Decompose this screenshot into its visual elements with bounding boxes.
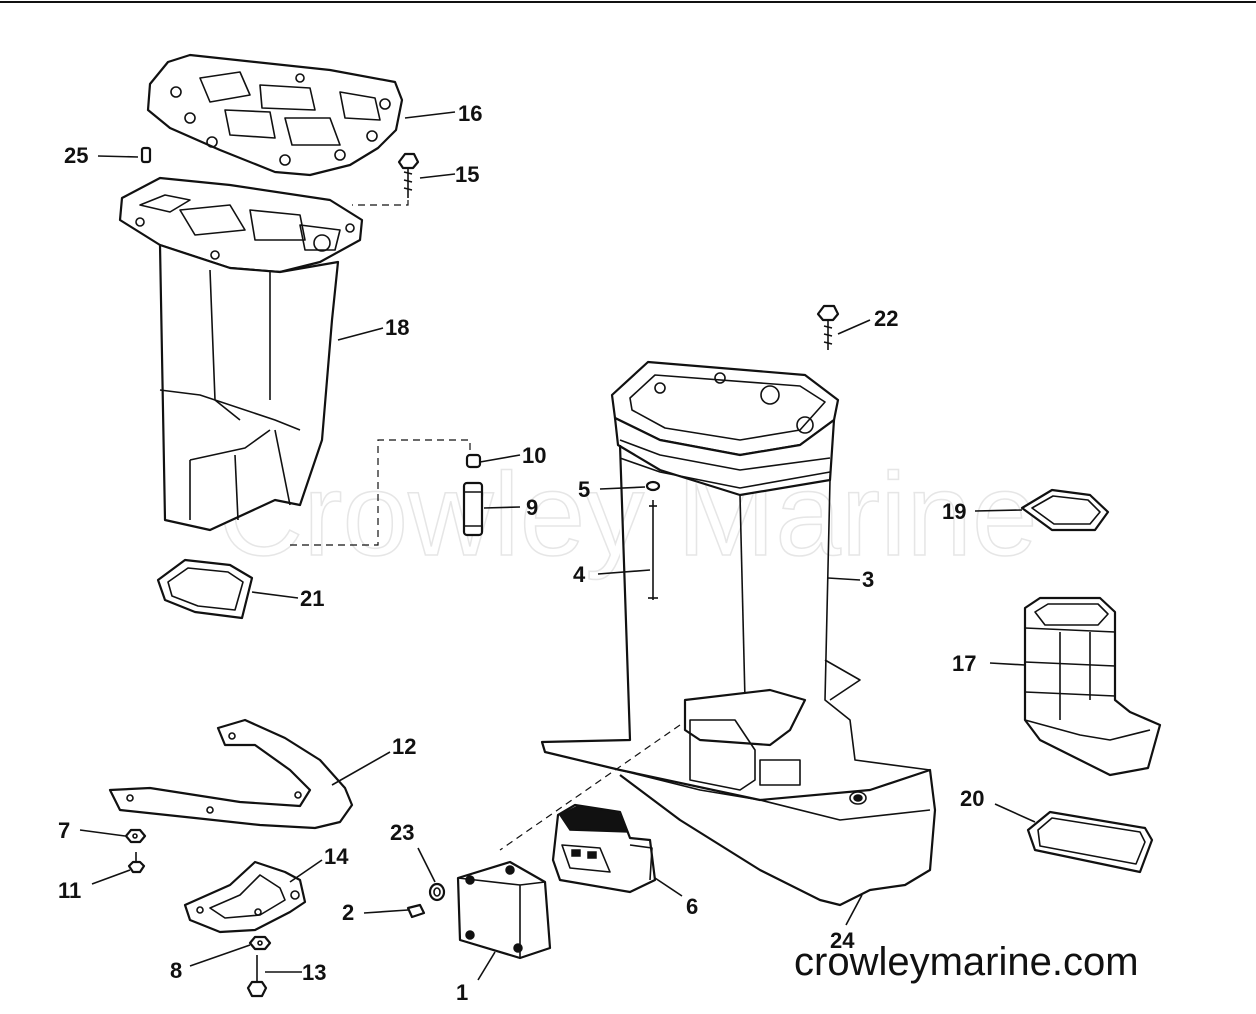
callout-13: 13 bbox=[302, 960, 326, 985]
callout-5: 5 bbox=[578, 477, 590, 502]
callout-22: 22 bbox=[874, 306, 898, 331]
part-22-screw bbox=[816, 304, 840, 350]
callout-16: 16 bbox=[458, 101, 482, 126]
callout-1: 1 bbox=[456, 980, 468, 1005]
watermark-text: Crowley Marine bbox=[218, 449, 1038, 581]
part-17-exhaust-tube bbox=[1023, 596, 1162, 777]
website-text: crowleymarine.com bbox=[794, 940, 1139, 984]
callout-17: 17 bbox=[952, 651, 976, 676]
callout-6: 6 bbox=[686, 894, 698, 919]
part-20-gasket bbox=[1026, 810, 1154, 874]
callout-11: 11 bbox=[58, 878, 81, 903]
callout-8: 8 bbox=[170, 958, 182, 983]
dash-1 bbox=[499, 724, 681, 851]
part-16-gasket bbox=[146, 53, 404, 177]
part-12-plate bbox=[108, 718, 354, 830]
callout-21: 21 bbox=[300, 586, 324, 611]
callout-20: 20 bbox=[960, 786, 984, 811]
part-15-screw bbox=[397, 152, 420, 198]
dash-9-10 bbox=[290, 439, 471, 546]
callout-4: 4 bbox=[573, 562, 586, 587]
part-2-screw bbox=[406, 903, 426, 919]
part-18-adapter-housing bbox=[118, 176, 364, 532]
callout-12: 12 bbox=[392, 734, 416, 759]
part-14-bracket bbox=[183, 860, 307, 934]
part-6-mount bbox=[551, 803, 657, 894]
callout-23: 23 bbox=[390, 820, 414, 845]
callout-10: 10 bbox=[522, 443, 546, 468]
part-19-gasket bbox=[1020, 488, 1110, 532]
part-5-washer bbox=[645, 480, 661, 492]
callout-7: 7 bbox=[58, 818, 70, 843]
callout-9: 9 bbox=[526, 495, 538, 520]
leader-lines bbox=[79, 111, 1036, 981]
part-10-plug bbox=[465, 453, 482, 469]
part-13-bolt bbox=[246, 955, 268, 998]
callout-19: 19 bbox=[942, 499, 966, 524]
part-3-exhaust-housing bbox=[540, 360, 937, 907]
callout-3: 3 bbox=[862, 567, 874, 592]
part-11-screw bbox=[127, 852, 146, 874]
part-9-tube bbox=[462, 481, 484, 537]
part-1-cover-plate bbox=[456, 860, 552, 960]
part-23-washer bbox=[428, 882, 446, 902]
callout-25: 25 bbox=[64, 143, 88, 168]
callout-2: 2 bbox=[342, 900, 354, 925]
dash-15 bbox=[352, 200, 409, 206]
callout-18: 18 bbox=[385, 315, 409, 340]
part-7-nut bbox=[124, 828, 147, 844]
part-25-dowel-pin bbox=[140, 146, 152, 164]
callout-numbers: 16 25 15 18 10 9 21 22 5 4 3 19 17 20 12… bbox=[58, 101, 984, 1005]
callout-14: 14 bbox=[324, 844, 349, 869]
part-8-nut bbox=[248, 935, 272, 951]
part-4-stud bbox=[648, 500, 658, 600]
part-21-gasket bbox=[156, 558, 254, 620]
callout-24: 24 bbox=[830, 928, 855, 953]
callout-15: 15 bbox=[455, 162, 479, 187]
